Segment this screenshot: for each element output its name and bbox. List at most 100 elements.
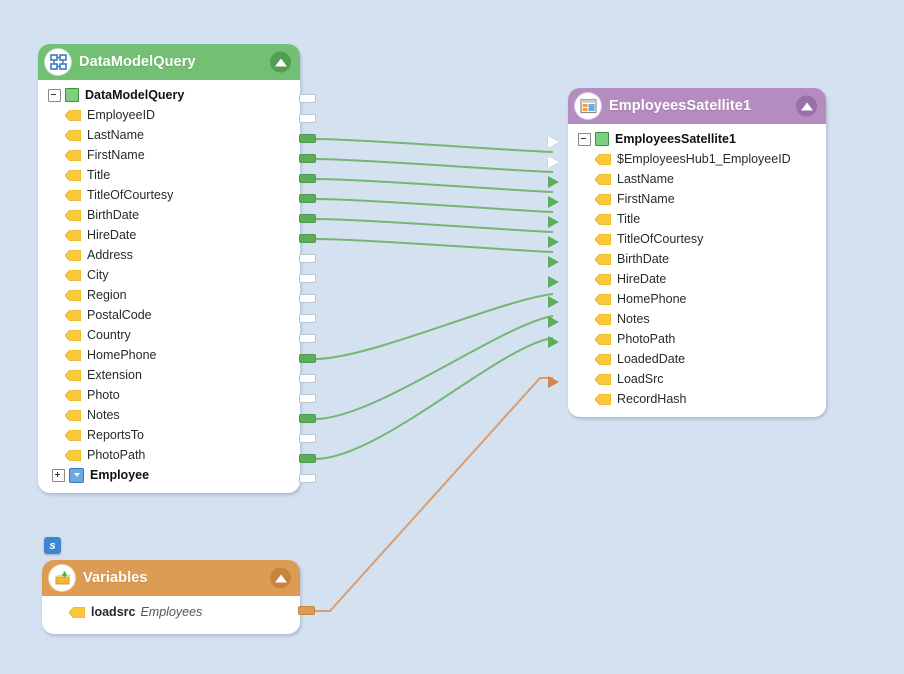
field-row[interactable]: LastName [38,125,300,145]
output-port-employeeid[interactable] [299,114,316,123]
field-tag-icon [595,373,611,385]
tree-root-row[interactable]: EmployeesSatellite1 [568,129,826,149]
field-label: HireDate [617,272,667,286]
tree-root-label: EmployeesSatellite1 [615,132,736,146]
field-row[interactable]: ReportsTo [38,425,300,445]
tree-root-row[interactable]: DataModelQuery [38,85,300,105]
collapse-button-datamodelquery[interactable] [270,51,291,73]
node-datamodelquery[interactable]: DataModelQuery DataModelQuery EmployeeID… [38,44,300,493]
node-title-variables: Variables [83,570,148,586]
node-header-datamodelquery[interactable]: DataModelQuery [38,44,300,80]
field-row[interactable]: Notes [568,309,826,329]
output-port-address[interactable] [299,254,316,263]
field-label: EmployeeID [87,108,156,122]
field-row[interactable]: Photo [38,385,300,405]
field-row[interactable]: BirthDate [568,249,826,269]
node-employeessatellite1[interactable]: EmployeesSatellite1 EmployeesSatellite1 … [568,88,826,417]
collapse-toggle-icon[interactable] [48,88,61,102]
input-port-$employeeshub1_employeeid[interactable] [548,156,559,168]
field-row[interactable]: Title [568,209,826,229]
output-port-photopath[interactable] [299,454,316,463]
field-row[interactable]: TitleOfCourtesy [38,185,300,205]
collapse-button-variables[interactable] [270,567,291,589]
field-row[interactable]: Region [38,285,300,305]
output-port-country[interactable] [299,334,316,343]
field-tag-icon [65,449,81,461]
output-port-employee[interactable] [299,474,316,483]
field-row[interactable]: Title [38,165,300,185]
field-row[interactable]: PhotoPath [38,445,300,465]
output-port-firstname[interactable] [299,154,316,163]
field-row[interactable]: HomePhone [568,289,826,309]
output-port-extension[interactable] [299,374,316,383]
field-row[interactable]: LoadedDate [568,349,826,369]
field-label: Address [87,248,133,262]
field-row[interactable]: LastName [568,169,826,189]
output-port-homephone[interactable] [299,354,316,363]
field-row[interactable]: $EmployeesHub1_EmployeeID [568,149,826,169]
output-port-reportsto[interactable] [299,434,316,443]
output-port-lastname[interactable] [299,134,316,143]
field-row[interactable]: PostalCode [38,305,300,325]
collapse-button-employeessatellite1[interactable] [796,95,817,117]
output-port-photo[interactable] [299,394,316,403]
field-row[interactable]: TitleOfCourtesy [568,229,826,249]
field-row[interactable]: FirstName [568,189,826,209]
input-port-homephone[interactable] [548,296,559,308]
collapse-toggle-icon[interactable] [578,132,591,146]
input-port-root[interactable] [548,136,559,148]
expand-toggle-icon[interactable] [52,468,65,482]
tree-child-node-row[interactable]: Employee [38,465,300,485]
field-row[interactable]: BirthDate [38,205,300,225]
field-row[interactable]: FirstName [38,145,300,165]
field-row[interactable]: Address [38,245,300,265]
field-row[interactable]: Notes [38,405,300,425]
output-port-loadsrc[interactable] [298,606,315,615]
output-port-postalcode[interactable] [299,314,316,323]
chevron-up-icon [274,574,287,582]
field-row[interactable]: LoadSrc [568,369,826,389]
output-port-notes[interactable] [299,414,316,423]
input-port-titleofcourtesy[interactable] [548,236,559,248]
node-header-variables[interactable]: Variables [42,560,300,596]
field-label: HomePhone [87,348,157,362]
input-port-notes[interactable] [548,316,559,328]
output-port-title[interactable] [299,174,316,183]
output-port-birthdate[interactable] [299,214,316,223]
field-row[interactable]: PhotoPath [568,329,826,349]
output-port-titleofcourtesy[interactable] [299,194,316,203]
tree-root-label: DataModelQuery [85,88,185,102]
output-port-root[interactable] [299,94,316,103]
field-row[interactable]: Country [38,325,300,345]
node-header-employeessatellite1[interactable]: EmployeesSatellite1 [568,88,826,124]
input-port-hiredate[interactable] [548,276,559,288]
field-tag-icon [65,109,81,121]
input-port-birthdate[interactable] [548,256,559,268]
field-row[interactable]: EmployeeID [38,105,300,125]
output-port-region[interactable] [299,294,316,303]
input-port-lastname[interactable] [548,176,559,188]
field-tag-icon [65,349,81,361]
field-row[interactable]: City [38,265,300,285]
input-port-loadsrc[interactable] [548,376,559,388]
field-label: PhotoPath [617,332,676,346]
field-row[interactable]: HireDate [568,269,826,289]
input-port-photopath[interactable] [548,336,559,348]
field-row[interactable]: Extension [38,365,300,385]
field-row[interactable]: HomePhone [38,345,300,365]
field-label: Country [87,328,131,342]
field-tag-icon [65,189,81,201]
input-port-title[interactable] [548,216,559,228]
status-badge-s[interactable]: s [44,537,61,554]
output-port-city[interactable] [299,274,316,283]
field-row[interactable]: HireDate [38,225,300,245]
field-row[interactable]: RecordHash [568,389,826,409]
field-tag-icon [595,173,611,185]
input-port-firstname[interactable] [548,196,559,208]
output-port-hiredate[interactable] [299,234,316,243]
